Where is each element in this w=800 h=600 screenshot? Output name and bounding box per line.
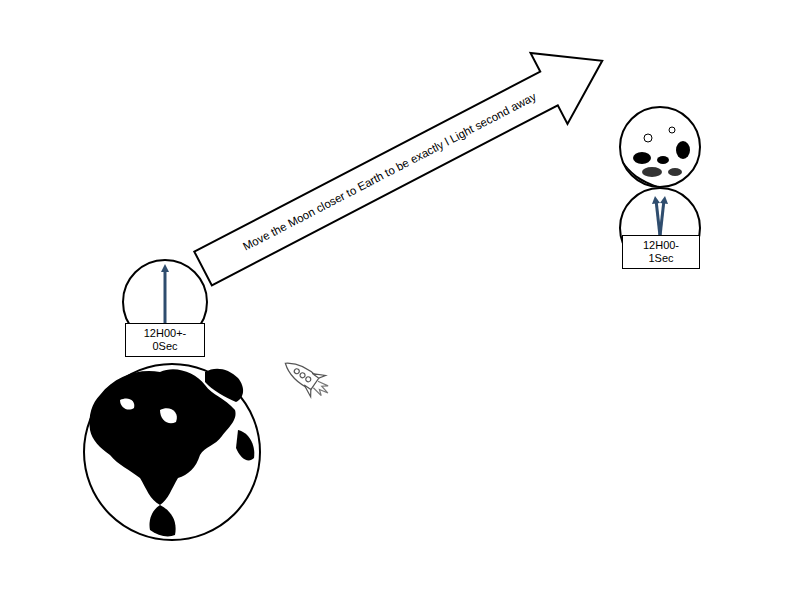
moon — [620, 107, 700, 187]
earth — [84, 364, 260, 540]
rocket — [278, 353, 336, 404]
arrow-caption: Move the Moon closer to Earth to be exac… — [241, 90, 538, 252]
time-box: 12H00- 1Sec — [622, 235, 700, 269]
time-text: 12H00- 1Sec — [635, 239, 687, 265]
time-box: 12H00+- 0Sec — [125, 323, 205, 357]
moon-clock — [620, 188, 700, 268]
direction-arrow — [185, 25, 621, 304]
time-text: 12H00+- 0Sec — [139, 327, 191, 353]
